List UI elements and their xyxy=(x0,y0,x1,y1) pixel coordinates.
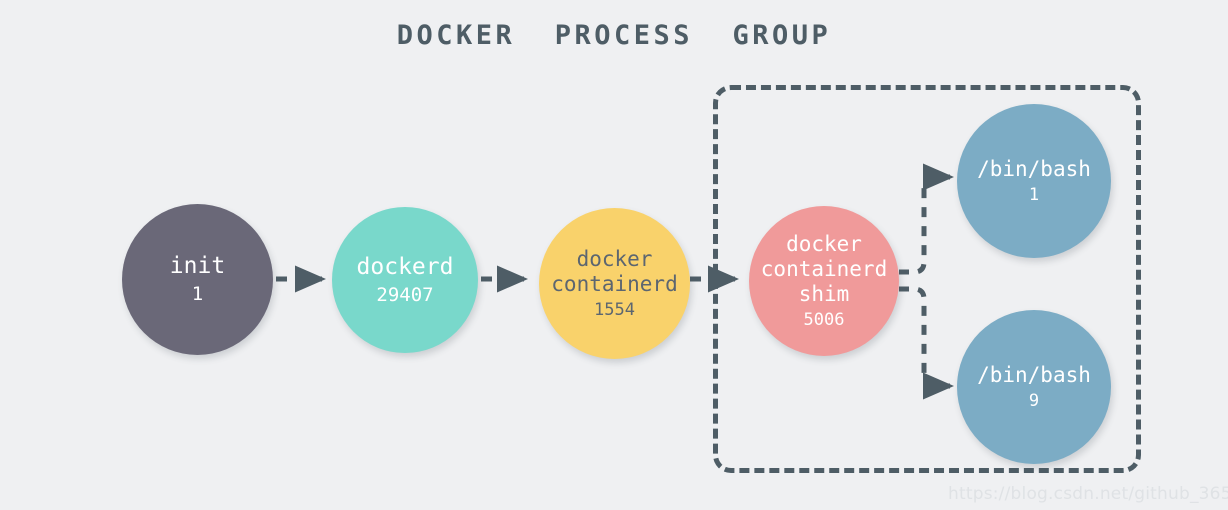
process-pid-bash-1: 1 xyxy=(1028,184,1040,205)
process-node-bash-1[interactable]: /bin/bash 1 xyxy=(957,104,1111,258)
watermark-text: https://blog.csdn.net/github_36537808 xyxy=(948,484,1228,504)
process-pid-shim: 5006 xyxy=(803,309,845,330)
page-title: DOCKER PROCESS GROUP xyxy=(396,20,832,51)
process-label-bash-9: /bin/bash xyxy=(977,363,1091,388)
process-label-containerd: docker containerd xyxy=(551,247,678,296)
process-node-dockerd[interactable]: dockerd 29407 xyxy=(332,207,478,353)
process-label-dockerd: dockerd xyxy=(356,253,454,280)
process-node-containerd[interactable]: docker containerd 1554 xyxy=(539,208,690,359)
process-label-shim: docker containerd shim xyxy=(760,232,888,306)
process-node-bash-9[interactable]: /bin/bash 9 xyxy=(957,310,1111,464)
process-pid-init: 1 xyxy=(191,283,204,306)
process-pid-dockerd: 29407 xyxy=(376,283,434,306)
process-pid-containerd: 1554 xyxy=(594,299,635,320)
process-node-containerd-shim[interactable]: docker containerd shim 5006 xyxy=(749,206,899,356)
process-label-init: init xyxy=(169,253,226,280)
process-pid-bash-9: 9 xyxy=(1028,390,1040,411)
process-label-bash-1: /bin/bash xyxy=(977,157,1091,182)
process-node-init[interactable]: init 1 xyxy=(122,204,273,355)
